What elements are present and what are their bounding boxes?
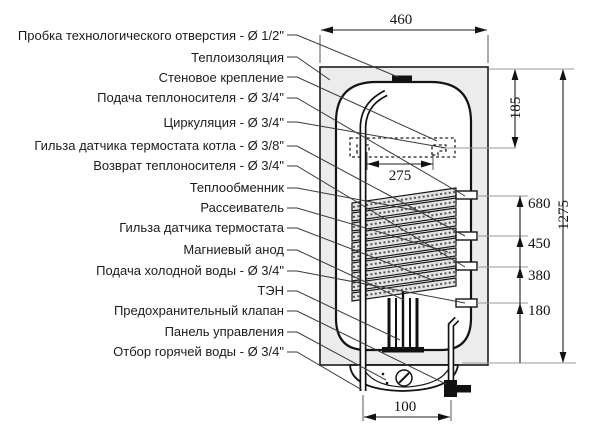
dim-port-180: 180 bbox=[528, 303, 551, 319]
label-magnesium-anode: Магниевый анод bbox=[183, 242, 284, 257]
dim-bracket-span-value: 275 bbox=[389, 168, 412, 184]
heating-element-assembly bbox=[382, 291, 424, 353]
label-thermostat-sleeve: Гильза датчика термостата bbox=[119, 220, 285, 235]
label-cold-water-inlet: Подача холодной воды - Ø 3/4" bbox=[96, 263, 284, 278]
bottom-cap bbox=[349, 364, 460, 392]
label-heating-element: ТЭН bbox=[257, 283, 284, 298]
label-control-panel: Панель управления bbox=[165, 324, 284, 339]
leader-lines bbox=[287, 34, 466, 391]
label-plug: Пробка технологического отверстия - Ø 1/… bbox=[18, 28, 284, 43]
dim-top-offset-value: 185 bbox=[508, 97, 524, 120]
dim-port-380: 380 bbox=[528, 268, 551, 284]
dim-port-680: 680 bbox=[528, 196, 551, 212]
dim-pipe-spacing: 100 bbox=[362, 395, 452, 421]
safety-valve-pipe bbox=[444, 316, 471, 397]
dim-port-heights: 680 450 380 180 bbox=[516, 196, 551, 363]
label-heating-return: Возврат теплоносителя - Ø 3/4" bbox=[93, 158, 284, 173]
label-heat-exchanger: Теплообменник bbox=[190, 180, 285, 195]
dim-bracket-span: 275 bbox=[366, 152, 434, 184]
valve-body bbox=[444, 380, 457, 397]
label-insulation: Теплоизоляция bbox=[191, 50, 284, 65]
valve-outlet bbox=[456, 385, 471, 393]
label-diffuser: Рассеиватель bbox=[200, 200, 284, 215]
element-flange bbox=[382, 347, 424, 353]
hot-water-pipe bbox=[359, 89, 388, 391]
service-plug bbox=[392, 75, 412, 83]
label-heating-supply: Подача теплоносителя - Ø 3/4" bbox=[97, 90, 284, 105]
dim-width: 460 bbox=[319, 12, 489, 63]
dim-overall-height: 1275 bbox=[556, 69, 572, 363]
dim-overall-height-value: 1275 bbox=[556, 200, 572, 230]
component-labels: Пробка технологического отверстия - Ø 1/… bbox=[18, 28, 285, 359]
label-boiler-thermostat-sleeve: Гильза датчика термостата котла - Ø 3/8" bbox=[34, 138, 284, 153]
label-circulation: Циркуляция - Ø 3/4" bbox=[164, 115, 285, 130]
label-wall-mount: Стеновое крепление bbox=[159, 70, 284, 85]
dim-top-offset: 185 bbox=[508, 69, 524, 148]
control-panel-face bbox=[362, 365, 451, 388]
port-heating-return bbox=[455, 261, 478, 271]
dim-port-450: 450 bbox=[528, 236, 551, 252]
dim-width-value: 460 bbox=[390, 12, 413, 28]
label-safety-valve: Предохранительный клапан bbox=[114, 303, 284, 318]
label-hot-water-outlet: Отбор горячей воды - Ø 3/4" bbox=[113, 344, 284, 359]
port-cold-water bbox=[455, 298, 478, 308]
port-heating-supply bbox=[455, 190, 478, 200]
dim-pipe-spacing-value: 100 bbox=[394, 399, 417, 415]
